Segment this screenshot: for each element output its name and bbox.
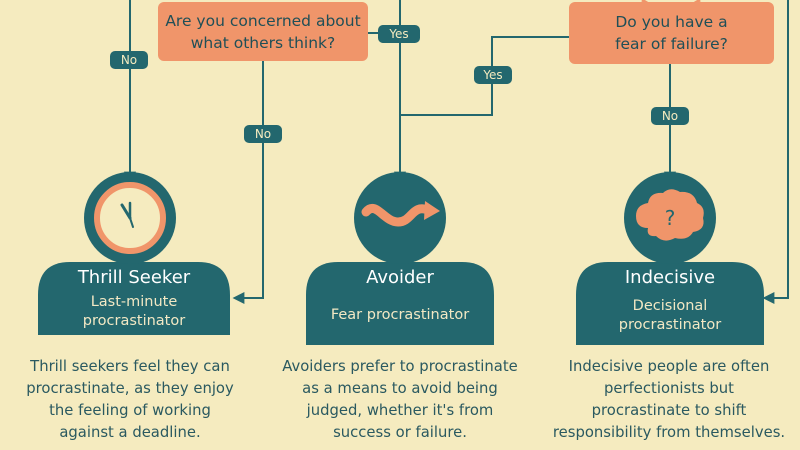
brain-question-icon: ?: [636, 189, 704, 241]
persona-description: Thrill seekers feel they can procrastina…: [26, 358, 234, 441]
answer-yes-pill: Yes: [474, 66, 512, 84]
persona-indecisive: Indecisive Decisional procrastinator: [576, 262, 764, 342]
persona-description: Avoiders prefer to procrastinate as a me…: [282, 358, 518, 441]
persona-figure-avoider: [306, 172, 494, 345]
connector-concerned-no: [232, 61, 264, 304]
persona-thrill-seeker: Thrill Seeker Last-minute procrastinator: [38, 262, 230, 342]
answer-no-pill: No: [110, 51, 148, 69]
persona-subtitle: Fear procrastinator: [330, 307, 470, 323]
persona-name: Indecisive: [624, 267, 716, 288]
answer-yes-pill: Yes: [378, 25, 420, 43]
persona-name: Avoider: [366, 267, 434, 288]
persona-name: Thrill Seeker: [77, 267, 191, 288]
question-failure-text: Do you have a fear of failure?: [615, 13, 728, 53]
wavy-arrow-icon: [361, 201, 440, 227]
answer-no-pill: No: [244, 125, 282, 143]
persona-description: Indecisive people are often perfectionis…: [552, 358, 786, 441]
answer-no-pill: No: [651, 107, 689, 125]
question-concerned-box: Are you concerned about what others thin…: [158, 2, 368, 61]
persona-subtitle: Last-minute procrastinator: [82, 294, 186, 329]
clock-icon: [94, 182, 166, 254]
question-failure-box: Do you have a fear of failure?: [569, 2, 774, 64]
persona-subtitle: Decisional procrastinator: [618, 298, 722, 333]
connector-right: [762, 0, 789, 304]
svg-text:?: ?: [665, 206, 676, 230]
question-concerned-text: Are you concerned about what others thin…: [165, 11, 361, 52]
persona-avoider: Avoider Fear procrastinator: [306, 262, 494, 342]
